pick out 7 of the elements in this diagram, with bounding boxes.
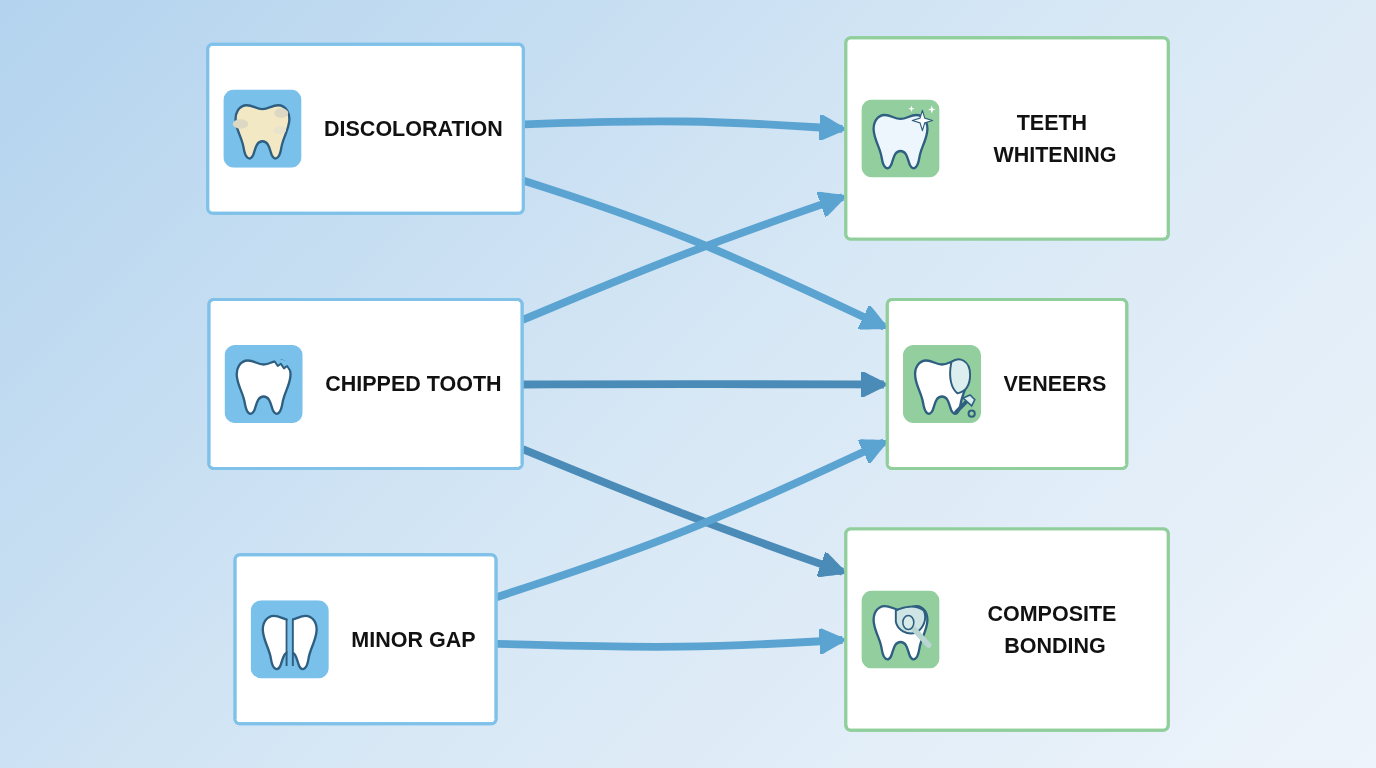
arrow <box>495 438 888 601</box>
arrow <box>521 191 847 324</box>
arrow <box>521 445 847 578</box>
arrow <box>522 370 888 399</box>
arrow <box>523 113 847 142</box>
arrow <box>496 627 847 656</box>
arrow <box>522 176 888 331</box>
